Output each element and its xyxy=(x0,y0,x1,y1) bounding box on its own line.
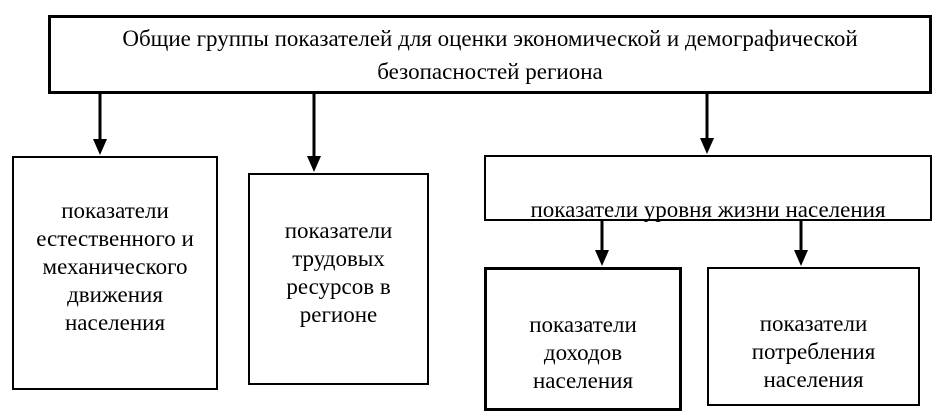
node-label: показатели потребления населения xyxy=(751,311,876,392)
node-label: показатели трудовых ресурсов в регионе xyxy=(284,218,393,327)
node-label: показатели естественного и механического… xyxy=(36,198,194,335)
node-general-indicator-groups: Общие группы показателей для оценки экон… xyxy=(48,15,932,94)
arrow-root-to-labor-resources xyxy=(307,93,321,172)
node-label: показатели доходов населения xyxy=(529,312,637,393)
node-natural-mechanical-movement: показатели естественного и механического… xyxy=(12,156,218,390)
arrow-living-standards-to-consumption xyxy=(794,220,808,266)
node-income-indicators: показатели доходов населения xyxy=(484,267,682,411)
node-consumption-indicators: показатели потребления населения xyxy=(707,267,920,406)
node-labor-resources: показатели трудовых ресурсов в регионе xyxy=(248,173,429,385)
arrow-root-to-natural-mechanical xyxy=(93,93,107,155)
node-label: Общие группы показателей для оценки экон… xyxy=(122,25,858,84)
node-label: показатели уровня жизни населения xyxy=(530,197,886,222)
node-living-standards: показатели уровня жизни населения xyxy=(484,155,932,222)
arrow-root-to-living-standards xyxy=(700,93,714,154)
arrow-living-standards-to-income xyxy=(595,220,609,266)
